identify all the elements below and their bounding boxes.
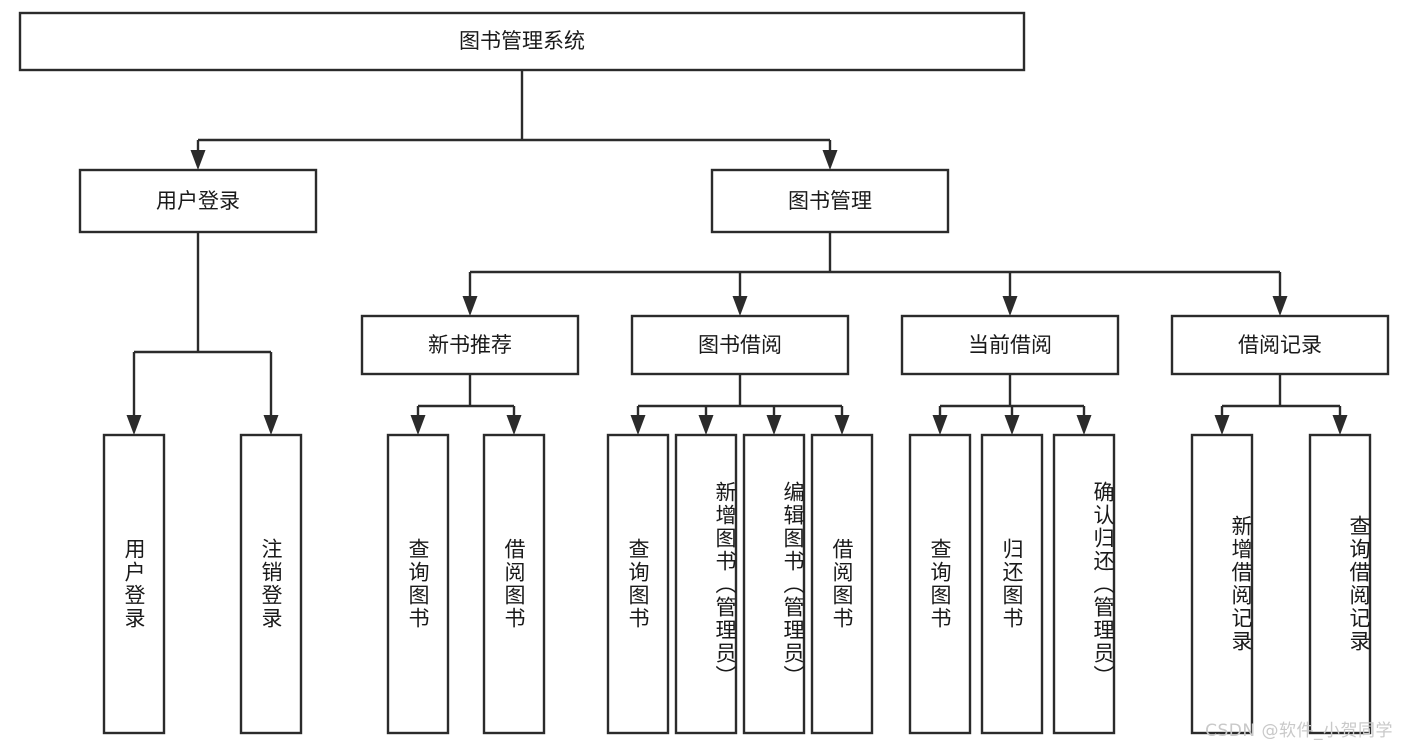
node-box-leaf-user-logout[interactable]: [239, 433, 303, 735]
node-box-layer: [18, 11, 1390, 735]
node-box-leaf-borrow-add-book[interactable]: [674, 433, 738, 735]
node-box-leaf-record-query[interactable]: [1308, 433, 1372, 735]
conn-current-to-leaves-arrow-1: [1004, 415, 1020, 435]
conn-bookmgmt-to-level2-arrow-0: [462, 296, 478, 316]
node-box-root[interactable]: [18, 11, 1026, 72]
conn-root-to-level1-arrow-1: [822, 150, 838, 170]
node-box-leaf-rec-query-book[interactable]: [386, 433, 450, 735]
node-box-book-management[interactable]: [710, 168, 950, 234]
node-box-leaf-user-login[interactable]: [102, 433, 166, 735]
conn-rec-to-leaves-arrow-0: [410, 415, 426, 435]
conn-rec-to-leaves-arrow-1: [506, 415, 522, 435]
conn-userlogin-to-leaves-arrow-1: [263, 415, 279, 435]
conn-borrow-to-leaves-arrow-3: [834, 415, 850, 435]
conn-record-to-leaves-arrow-1: [1332, 415, 1348, 435]
node-box-current-borrow[interactable]: [900, 314, 1120, 376]
node-box-leaf-rec-borrow-book[interactable]: [482, 433, 546, 735]
conn-userlogin-to-leaves-arrow-0: [126, 415, 142, 435]
node-box-user-login[interactable]: [78, 168, 318, 234]
conn-borrow-to-leaves-arrow-1: [698, 415, 714, 435]
conn-current-to-leaves-arrow-0: [932, 415, 948, 435]
conn-root-to-level1-arrow-0: [190, 150, 206, 170]
node-box-borrow-record[interactable]: [1170, 314, 1390, 376]
conn-borrow-to-leaves-arrow-2: [766, 415, 782, 435]
conn-current-to-leaves-arrow-2: [1076, 415, 1092, 435]
node-box-leaf-borrow-query-book[interactable]: [606, 433, 670, 735]
node-box-leaf-current-confirm-return[interactable]: [1052, 433, 1116, 735]
node-box-book-borrow[interactable]: [630, 314, 850, 376]
conn-borrow-to-leaves-arrow-0: [630, 415, 646, 435]
watermark: CSDN @软件_小贺同学: [1205, 721, 1393, 741]
node-box-leaf-borrow-borrow-book[interactable]: [810, 433, 874, 735]
conn-bookmgmt-to-level2-arrow-1: [732, 296, 748, 316]
connector-layer: [126, 70, 1348, 435]
node-box-new-book-recommend[interactable]: [360, 314, 580, 376]
node-box-leaf-current-return-book[interactable]: [980, 433, 1044, 735]
conn-record-to-leaves-arrow-0: [1214, 415, 1230, 435]
node-box-leaf-borrow-edit-book[interactable]: [742, 433, 806, 735]
node-box-leaf-current-query-book[interactable]: [908, 433, 972, 735]
conn-bookmgmt-to-level2-arrow-2: [1002, 296, 1018, 316]
node-box-leaf-record-add[interactable]: [1190, 433, 1254, 735]
conn-bookmgmt-to-level2-arrow-3: [1272, 296, 1288, 316]
